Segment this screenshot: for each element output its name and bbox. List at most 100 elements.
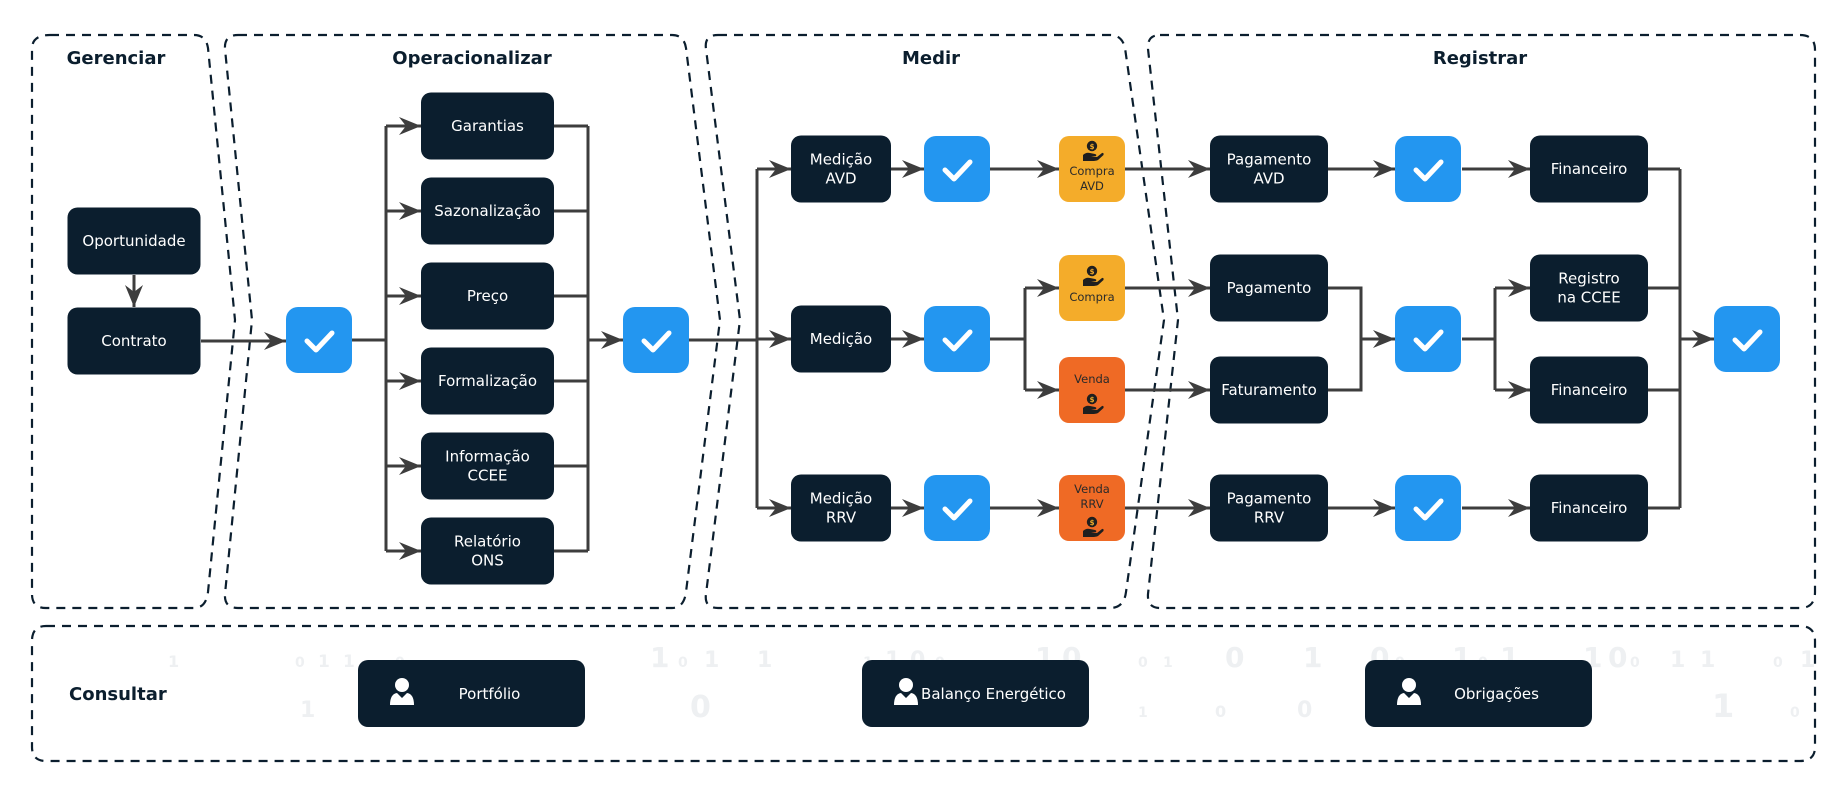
node-pagamento[interactable]: Pagamento — [1210, 254, 1328, 322]
chip-compra-avd-label: Compra — [1069, 164, 1114, 178]
check-medicao-rrv-box — [924, 475, 990, 541]
node-op-2[interactable]: Preço — [421, 262, 554, 330]
consultar-buttons: Portfólio Balanço Energético Obrigações — [358, 660, 1592, 727]
node-registro-ccee-label: na CCEE — [1557, 289, 1620, 307]
node-op-3[interactable]: Formalização — [421, 347, 554, 415]
arrowhead-icon — [399, 372, 421, 390]
arrowhead-icon — [1508, 279, 1530, 297]
node-op-0[interactable]: Garantias — [421, 92, 554, 160]
node-faturamento[interactable]: Faturamento — [1210, 356, 1328, 424]
panel-medir — [704, 33, 1166, 610]
arrowhead-icon — [1692, 330, 1714, 348]
binary-digit: 0 — [1297, 698, 1312, 723]
node-medicao[interactable]: Medição — [791, 305, 891, 373]
node-financeiro-rrv-box — [1530, 474, 1648, 542]
binary-digit: 0 — [678, 655, 688, 671]
node-pagamento-rrv-box — [1210, 474, 1328, 542]
node-op-4-label: Informação — [445, 448, 530, 466]
consult-button-2[interactable]: Obrigações — [1365, 660, 1592, 727]
arrowhead-icon — [902, 160, 924, 178]
arrowhead-icon — [399, 117, 421, 135]
consult-button-label: Obrigações — [1454, 685, 1539, 703]
binary-digit: 0 — [1773, 655, 1783, 671]
binary-digit: 0 — [690, 690, 711, 725]
check-medicao-avd[interactable] — [924, 136, 990, 202]
checkmark-icon — [942, 329, 973, 352]
arrowhead-icon — [399, 457, 421, 475]
node-op-5-label: Relatório — [454, 533, 521, 551]
consult-button-box — [358, 660, 585, 727]
arrowhead-icon — [601, 331, 623, 349]
binary-digit: 0 — [1215, 702, 1226, 721]
binary-digit: 0 — [1225, 641, 1244, 674]
chip-compra-avd-box — [1059, 136, 1125, 202]
node-financeiro[interactable]: Financeiro — [1530, 356, 1648, 424]
node-op-1[interactable]: Sazonalização — [421, 177, 554, 245]
binary-digit: 1 — [318, 652, 330, 672]
checkmark-icon — [304, 330, 335, 353]
node-pagamento-avd-box — [1210, 135, 1328, 203]
panel-title-medir: Medir — [902, 48, 960, 69]
binary-digit: 1 — [704, 648, 719, 673]
node-op-5-label: ONS — [471, 552, 504, 570]
binary-digit: 0 — [1790, 705, 1800, 721]
node-op-1-label: Sazonalização — [434, 202, 540, 220]
node-financeiro-avd[interactable]: Financeiro — [1530, 135, 1648, 203]
node-contrato-box — [67, 307, 201, 375]
consult-button-box — [862, 660, 1089, 727]
binary-digit: 0 — [1138, 655, 1148, 671]
node-op-1-box — [421, 177, 554, 245]
binary-digit: 1 — [1800, 648, 1815, 673]
panel-title-consultar: Consultar — [69, 684, 167, 705]
arrowhead-icon — [1508, 499, 1530, 517]
binary-digit: 1 — [1163, 655, 1173, 671]
check-final-box — [1714, 306, 1780, 372]
chip-compra-avd-label: AVD — [1080, 179, 1104, 193]
check-operacionalizar-in[interactable] — [286, 307, 352, 373]
check-registrar-avd[interactable] — [1395, 136, 1461, 202]
consult-button-0[interactable]: Portfólio — [358, 660, 585, 727]
checkmark-icon — [942, 498, 973, 521]
node-financeiro-avd-box — [1530, 135, 1648, 203]
node-contrato[interactable]: Contrato — [67, 307, 201, 375]
checkmark-icon — [1732, 329, 1763, 352]
node-op-0-label: Garantias — [451, 117, 524, 135]
arrowhead-icon — [1188, 160, 1210, 178]
node-faturamento-label: Faturamento — [1221, 381, 1317, 399]
check-medicao[interactable] — [924, 306, 990, 372]
node-contrato-label: Contrato — [101, 332, 166, 350]
node-pagamento-rrv-label: Pagamento — [1227, 490, 1312, 508]
chip-venda-rrv-box — [1059, 475, 1125, 541]
node-financeiro-rrv[interactable]: Financeiro — [1530, 474, 1648, 542]
node-registro-ccee-box — [1530, 254, 1648, 322]
checkmark-icon — [942, 159, 973, 182]
node-pagamento-rrv-label: RRV — [1254, 509, 1285, 527]
check-registrar-rrv[interactable] — [1395, 475, 1461, 541]
node-op-2-label: Preço — [467, 287, 508, 305]
consult-button-1[interactable]: Balanço Energético — [862, 660, 1089, 727]
arrowhead-icon — [902, 499, 924, 517]
connector — [1328, 286, 1363, 392]
chip-compra[interactable]: Compra — [1059, 255, 1125, 321]
check-medicao-rrv[interactable] — [924, 475, 990, 541]
check-final[interactable] — [1714, 306, 1780, 372]
consult-button-label: Portfólio — [459, 685, 521, 703]
node-oportunidade[interactable]: Oportunidade — [67, 207, 201, 275]
arrowhead-icon — [1188, 499, 1210, 517]
check-registrar-main[interactable] — [1395, 306, 1461, 372]
chip-venda-box — [1059, 357, 1125, 423]
chip-venda[interactable]: Venda — [1059, 357, 1125, 423]
check-operacionalizar-out[interactable] — [623, 307, 689, 373]
node-registro-ccee-label: Registro — [1558, 270, 1619, 288]
